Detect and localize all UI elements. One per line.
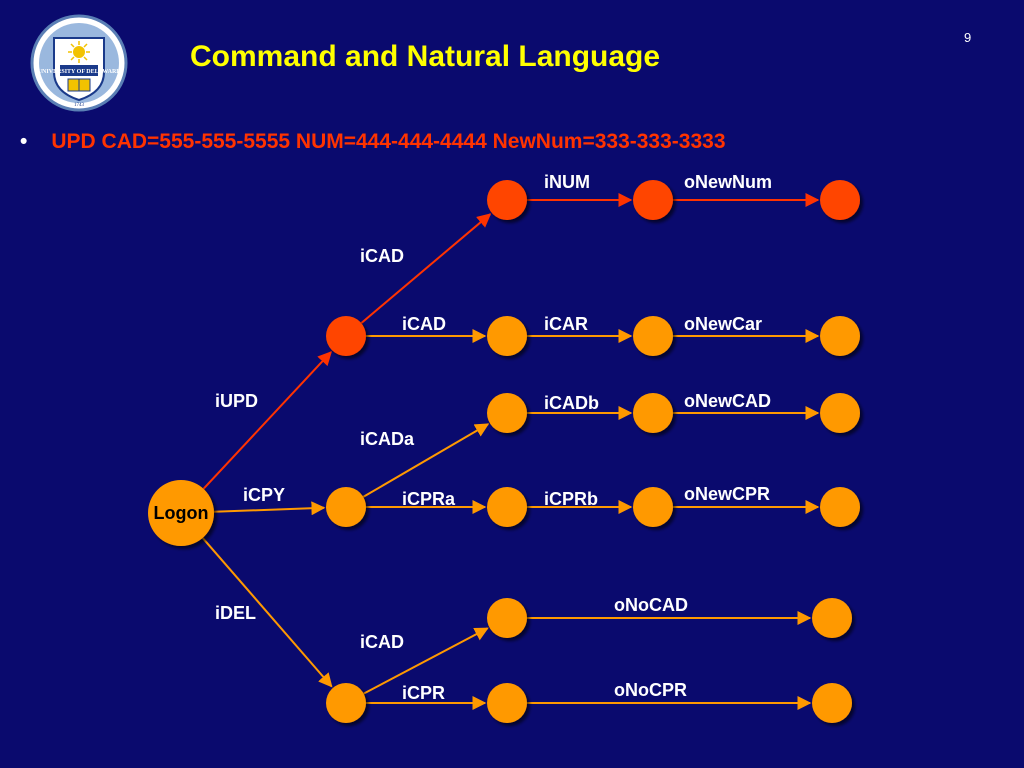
edge-logon-to-n_upd [202, 351, 332, 490]
edge-logon-to-n_cpy [213, 501, 326, 516]
edge-logon-to-n_del [201, 537, 333, 688]
state-node-n_car3 [820, 316, 860, 356]
edge-label: iCADb [544, 393, 599, 413]
state-node-n_num2 [633, 180, 673, 220]
edge-n_del-to-n_nocad1 [363, 627, 489, 695]
state-node-n_del [326, 683, 366, 723]
edge-label: iCADa [360, 429, 415, 449]
slide-title: Command and Natural Language [190, 40, 661, 73]
edge-label: iCAD [360, 632, 404, 652]
bullet-text: UPD CAD=555-555-5555 NUM=444-444-4444 Ne… [51, 130, 726, 153]
edge-label: oNewCAD [684, 391, 771, 411]
state-node-logon [148, 480, 214, 546]
state-node-n_cadb2 [633, 393, 673, 433]
state-node-n_cpy [326, 487, 366, 527]
state-node-n_nocad1 [487, 598, 527, 638]
edge-label: iCPY [243, 485, 285, 505]
edge-label: iDEL [215, 603, 256, 623]
page-number: 9 [964, 30, 972, 45]
edge-label: iCPRb [544, 489, 598, 509]
state-node-n_cprb2 [633, 487, 673, 527]
edge-label: oNoCPR [614, 680, 687, 700]
state-node-n_num3 [820, 180, 860, 220]
edge-label: iNUM [544, 172, 590, 192]
bullet-dot: • [20, 130, 28, 153]
edge-label: oNewNum [684, 172, 772, 192]
edge-label: iCAD [402, 314, 446, 334]
edge-label: iUPD [215, 391, 258, 411]
svg-text:1743: 1743 [74, 103, 85, 108]
edge-label: oNoCAD [614, 595, 688, 615]
state-node-n_nocpr2 [812, 683, 852, 723]
edge-label: oNewCar [684, 314, 762, 334]
university-logo: UNIVERSITY OF DELAWARE 1743 [30, 14, 128, 112]
edge-label: iCAR [544, 314, 588, 334]
edge-label: oNewCPR [684, 484, 770, 504]
edge-n_cpy-to-n_cadb1 [362, 423, 490, 498]
edge-n_upd-to-n_num1 [360, 213, 492, 324]
state-node-n_cadb1 [487, 393, 527, 433]
edge-label: iCPRa [402, 489, 456, 509]
bullet-item: • UPD CAD=555-555-5555 NUM=444-444-4444 N… [20, 130, 726, 154]
state-node-n_cprb3 [820, 487, 860, 527]
state-node-n_cadb3 [820, 393, 860, 433]
svg-text:UNIVERSITY OF DELAWARE: UNIVERSITY OF DELAWARE [38, 69, 121, 75]
state-node-n_num1 [487, 180, 527, 220]
state-node-n_nocad2 [812, 598, 852, 638]
edge-label: iCAD [360, 246, 404, 266]
state-node-n_car2 [633, 316, 673, 356]
state-node-label: Logon [154, 503, 209, 523]
edge-label: iCPR [402, 683, 445, 703]
state-node-n_upd [326, 316, 366, 356]
state-node-n_nocpr1 [487, 683, 527, 723]
state-node-n_car1 [487, 316, 527, 356]
state-node-n_cprb1 [487, 487, 527, 527]
